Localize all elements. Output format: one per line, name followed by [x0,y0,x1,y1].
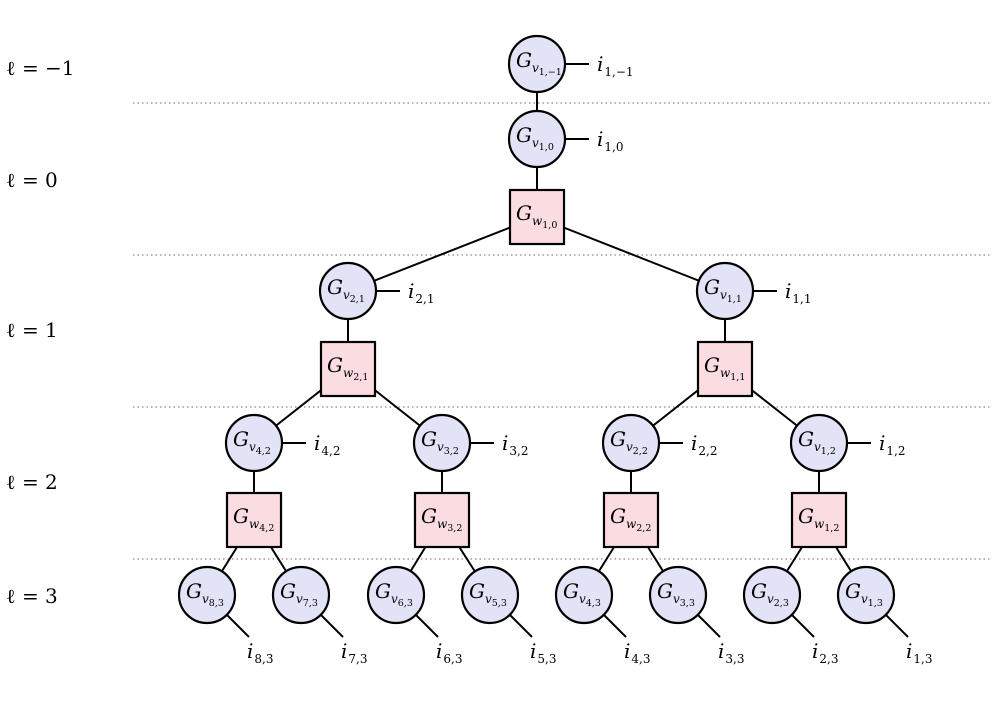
index-label-v43: i4,3 [624,639,651,666]
level-label-0: ℓ = −1 [6,56,75,80]
v-node-v73 [271,565,331,625]
v-node-v13 [836,565,896,625]
v-node-label-v43: Gv4,3 [563,579,601,609]
level-label-1: ℓ = 0 [6,168,58,192]
index-label-v12: i1,2 [879,431,906,458]
w-node-label-w12: Gw1,2 [798,504,839,534]
v-node-label-v32: Gv3,2 [421,427,459,457]
v-node-label-v33: Gv3,3 [657,579,695,609]
index-label-v63: i6,3 [436,639,463,666]
v-node-v42 [224,413,284,473]
v-nodes: Gv1,−1Gv1,0Gv2,1Gv1,1Gv4,2Gv3,2Gv2,2Gv1,… [177,34,896,625]
index-label-v22: i2,2 [691,431,718,458]
v-node-v43 [554,565,614,625]
index-lead-v43 [603,614,627,638]
index-lead-v63 [415,614,439,638]
v-node-label-v63: Gv6,3 [375,579,413,609]
level-labels: ℓ = −1 ℓ = 0 ℓ = 1 ℓ = 2 ℓ = 3 [6,56,75,608]
v-node-label-v21: Gv2,1 [327,275,365,305]
w-node-label-w32: Gw3,2 [421,504,462,534]
v-node-v23 [742,565,802,625]
v-node-v21 [318,261,378,321]
index-lead-v73 [320,614,344,638]
v-node-v1m1 [507,34,567,94]
index-label-v83: i8,3 [247,639,274,666]
v-node-v11 [695,261,755,321]
v-node-v33 [648,565,708,625]
index-label-v10: i1,0 [597,127,624,154]
v-node-label-v11: Gv1,1 [704,275,742,305]
index-label-v11: i1,1 [785,279,812,306]
v-node-label-v73: Gv7,3 [280,579,318,609]
index-labels: i1,−1 i1,0 i2,1 i1,1 i4,2 i3,2 i2,2 i1,2 i8,3 i7,… [247,52,933,666]
v-node-label-v1m1: Gv1,−1 [516,48,562,78]
w-node-w11 [696,340,754,398]
index-leads [226,63,909,638]
edge-w10-v11 [536,216,726,292]
w-node-w22 [602,491,660,549]
v-node-label-v12: Gv1,2 [798,427,836,457]
v-node-label-v42: Gv4,2 [233,427,271,457]
index-label-v32: i3,2 [502,431,529,458]
index-label-v73: i7,3 [341,639,368,666]
index-lead-v83 [226,614,250,638]
w-node-w12 [790,491,848,549]
v-node-v10 [507,109,567,169]
index-label-v23: i2,3 [812,639,839,666]
v-node-v12 [789,413,849,473]
v-node-label-v83: Gv8,3 [186,579,224,609]
index-lead-v53 [509,614,533,638]
v-node-label-v10: Gv1,0 [516,123,554,153]
edge-w10-v21 [347,216,538,292]
index-label-v42: i4,2 [314,431,341,458]
v-node-v63 [366,565,426,625]
v-node-v53 [460,565,520,625]
index-label-v1m1: i1,−1 [597,52,634,79]
v-node-label-v53: Gv5,3 [469,579,507,609]
w-node-w10 [508,188,566,246]
level-label-4: ℓ = 3 [6,584,58,608]
w-node-w21 [319,340,377,398]
w-node-w32 [413,491,471,549]
w-node-label-w21: Gw2,1 [327,353,368,383]
index-label-v33: i3,3 [718,639,745,666]
level-label-3: ℓ = 2 [6,470,58,494]
index-label-v53: i5,3 [530,639,557,666]
v-node-label-v22: Gv2,2 [610,427,648,457]
index-label-v21: i2,1 [408,279,435,306]
index-label-v13: i1,3 [906,639,933,666]
index-lead-v13 [885,614,909,638]
v-node-v32 [412,413,472,473]
index-lead-v23 [791,614,815,638]
w-node-label-w22: Gw2,2 [610,504,651,534]
index-lead-v33 [697,614,721,638]
v-node-label-v13: Gv1,3 [845,579,883,609]
w-node-label-w11: Gw1,1 [704,353,745,383]
w-node-label-w10: Gw1,0 [516,201,557,231]
level-label-2: ℓ = 1 [6,318,58,342]
w-node-label-w42: Gw4,2 [233,504,274,534]
v-node-v83 [177,565,237,625]
w-node-w42 [225,491,283,549]
v-node-label-v23: Gv2,3 [751,579,789,609]
v-node-v22 [601,413,661,473]
level-dividers [133,102,990,560]
